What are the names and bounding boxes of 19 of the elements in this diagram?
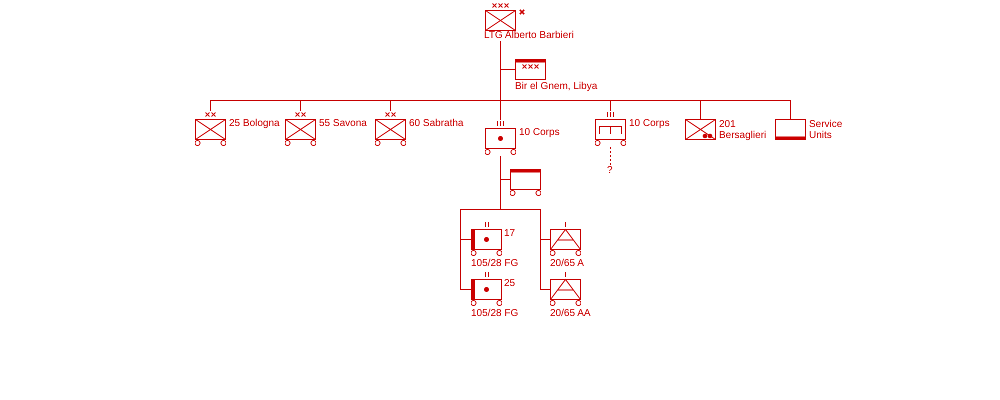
unit-label: 17	[504, 228, 516, 239]
unit-label: 10 Corps	[519, 127, 560, 138]
connector-line	[500, 156, 550, 290]
unit-label: 60 Sabratha	[409, 118, 464, 129]
unit-label: Bir el Gnem, Libya	[515, 81, 598, 92]
unit-label: 25	[504, 278, 516, 289]
unit-label: 20/65 A	[550, 258, 584, 269]
unit-label: Service Units	[809, 119, 842, 141]
unit-label: 105/28 FG	[471, 258, 518, 269]
unit-label: 105/28 FG	[471, 308, 518, 319]
dashed-connector-line	[610, 146, 611, 166]
unit-label: 55 Savona	[319, 118, 367, 129]
question-label: ?	[607, 165, 613, 176]
unit-label: LTG Alberto Barbieri	[484, 30, 574, 41]
connector-line	[500, 40, 791, 120]
unit-label: 20/65 AA	[550, 308, 591, 319]
unit-label: 201 Bersaglieri	[719, 119, 766, 141]
unit-label: 25 Bologna	[229, 118, 280, 129]
unit-label: 10 Corps	[629, 118, 670, 129]
